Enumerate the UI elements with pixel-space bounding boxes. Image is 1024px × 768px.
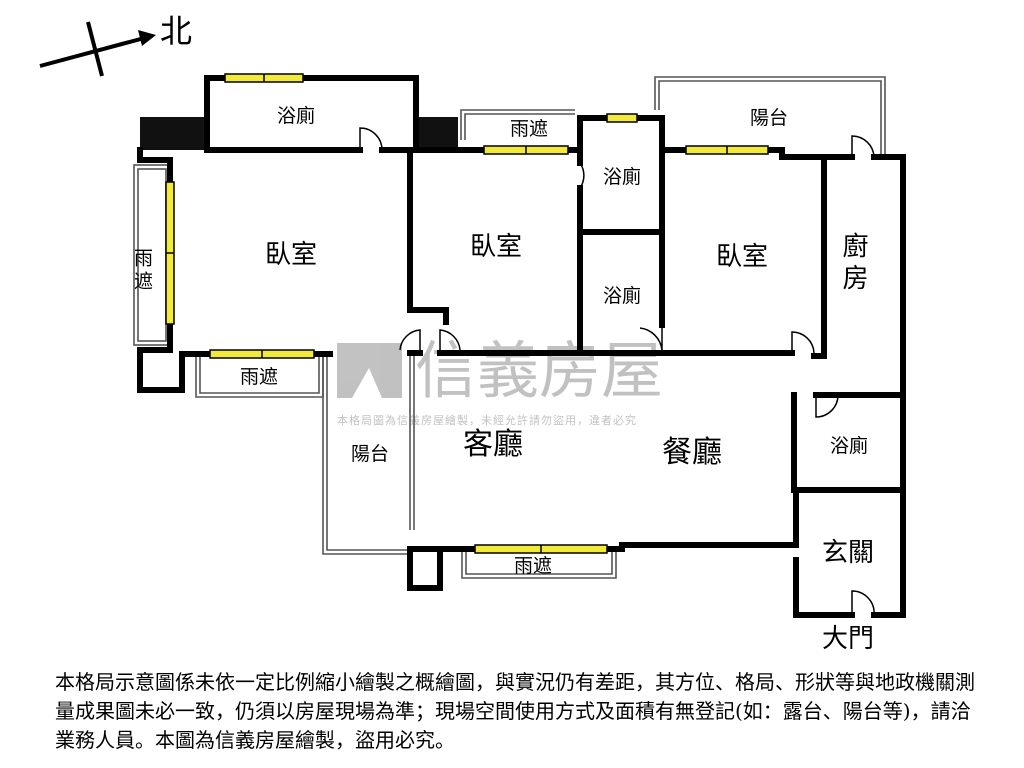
room-label-bedroom-left: 臥室 [265, 240, 317, 270]
disclaimer-text: 本格局示意圖係未依一定比例縮小繪製之概繪圖，與實況仍有差距，其方位、格局、形狀等… [55, 670, 975, 752]
room-labels: 浴廁 雨遮 陽台 浴廁 雨遮 臥室 臥室 臥室 廚房 浴廁 雨遮 陽台 客廳 餐… [131, 104, 874, 654]
windows [165, 73, 769, 554]
room-label-balcony-top: 陽台 [750, 107, 788, 129]
room-label-dining: 餐廳 [662, 435, 722, 470]
walls [137, 75, 906, 618]
room-label-bath-top: 浴廁 [277, 104, 315, 127]
room-label-main-door: 大門 [822, 624, 874, 654]
watermark-notice: 本格局圖為信義房屋繪製，未經允許請勿盜用，違者必究 [337, 413, 637, 427]
room-label-living: 客廳 [463, 427, 523, 462]
door [639, 325, 663, 351]
room-label-canopy-bottom: 雨遮 [514, 555, 552, 577]
door [815, 394, 839, 418]
room-label-bedroom-mid: 臥室 [470, 232, 522, 262]
room-label-canopy-left: 雨遮 [131, 248, 153, 294]
room-label-canopy-lower: 雨遮 [240, 366, 278, 388]
room-label-bedroom-right: 臥室 [716, 242, 768, 272]
north-label: 北 [160, 12, 192, 50]
watermark-logo-icon [337, 343, 402, 398]
compass: 北 [39, 12, 192, 77]
door [359, 127, 383, 151]
room-label-bath-lower: 浴廁 [603, 284, 641, 307]
room-label-kitchen: 廚房 [838, 232, 868, 296]
watermark: 信義房屋 本格局圖為信義房屋繪製，未經允許請勿盜用，違者必究 [337, 334, 663, 427]
floor-plan: 北 信義房屋 本格局圖為信義房屋繪製，未經允許請勿盜用，違者必究 [39, 12, 906, 654]
watermark-brand: 信義房屋 [415, 334, 663, 407]
doors [359, 127, 875, 616]
door [579, 162, 585, 189]
thin-outlines [133, 76, 886, 579]
room-label-bath-upper: 浴廁 [603, 165, 641, 188]
room-label-bath-right: 浴廁 [830, 434, 868, 457]
room-label-canopy-top: 雨遮 [510, 118, 548, 140]
window [606, 113, 638, 123]
door [439, 329, 461, 353]
solid-columns [140, 117, 458, 150]
door [791, 331, 815, 354]
main-door [851, 590, 875, 616]
door [399, 329, 421, 353]
room-label-balcony-left: 陽台 [351, 443, 389, 465]
door [851, 135, 875, 158]
room-label-foyer: 玄關 [822, 538, 874, 568]
